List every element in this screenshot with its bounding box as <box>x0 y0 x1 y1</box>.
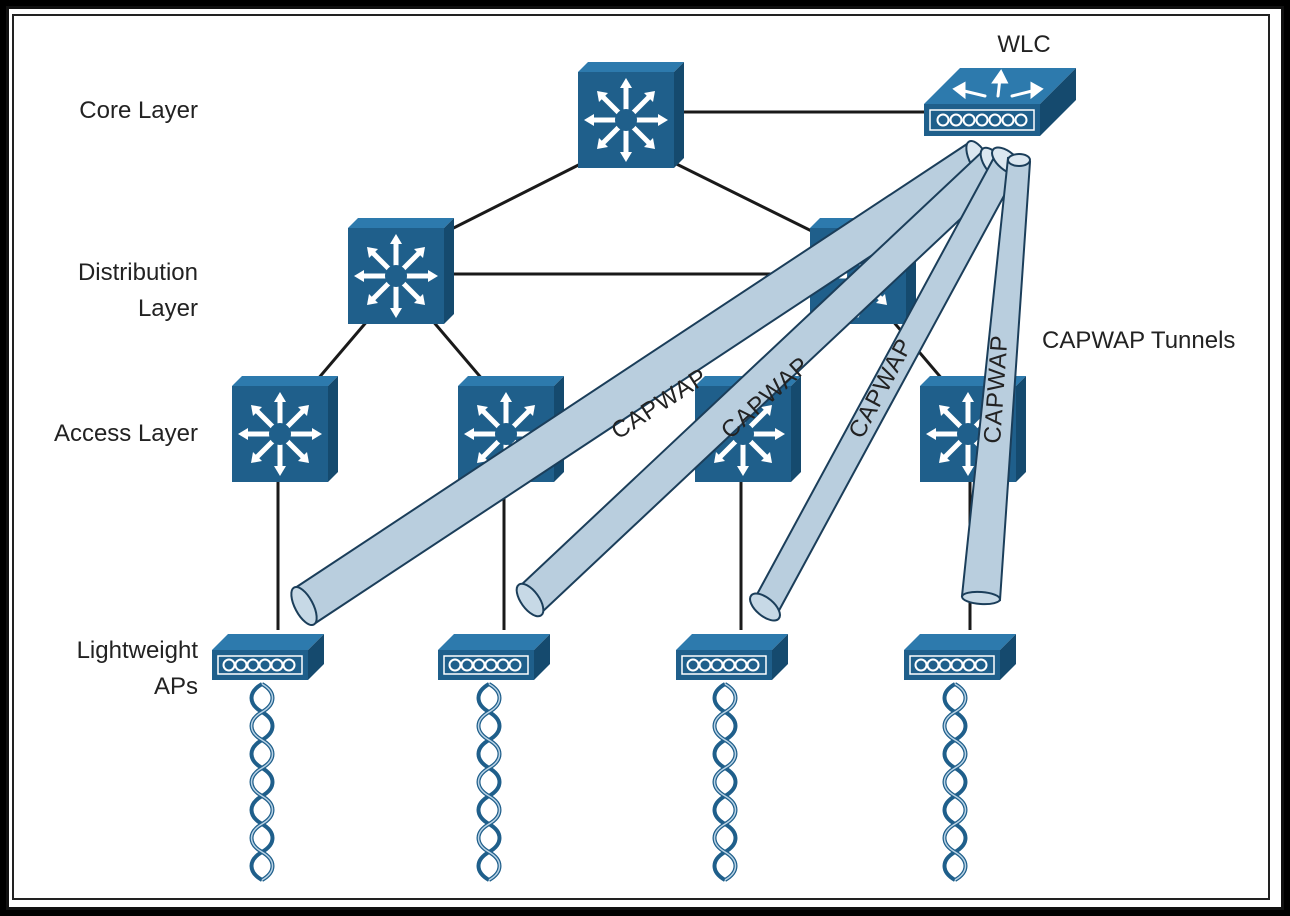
lightweight-aps-label-line1: Lightweight <box>77 637 199 664</box>
access-switch-1-icon <box>232 376 338 482</box>
capwap-tunnel-4 <box>960 153 1032 606</box>
distribution-switch-1-icon <box>348 218 454 324</box>
lightweight-ap-2-icon <box>437 633 551 681</box>
core-layer-label: Core Layer <box>79 97 198 124</box>
core-switch-icon <box>578 62 684 168</box>
distribution-layer-label-line2: Layer <box>138 295 198 322</box>
wireless-signal-4-icon <box>942 682 968 882</box>
wlc-label: WLC <box>997 31 1050 58</box>
capwap-tunnels <box>290 139 1032 627</box>
access-layer-label: Access Layer <box>54 420 198 447</box>
lightweight-ap-1-icon <box>211 633 325 681</box>
distribution-layer-label-line1: Distribution <box>78 259 198 286</box>
lightweight-ap-3-icon <box>675 633 789 681</box>
lightweight-aps-label-line2: APs <box>154 673 198 700</box>
wireless-lan-controller-icon <box>924 68 1076 136</box>
wireless-signal-3-icon <box>712 682 738 882</box>
wireless-signal-1-icon <box>249 682 275 882</box>
capwap-tunnel-3-label: CAPWAP <box>843 334 918 443</box>
lightweight-ap-4-icon <box>903 633 1017 681</box>
wireless-signal-2-icon <box>476 682 502 882</box>
capwap-tunnels-label: CAPWAP Tunnels <box>1042 327 1235 354</box>
